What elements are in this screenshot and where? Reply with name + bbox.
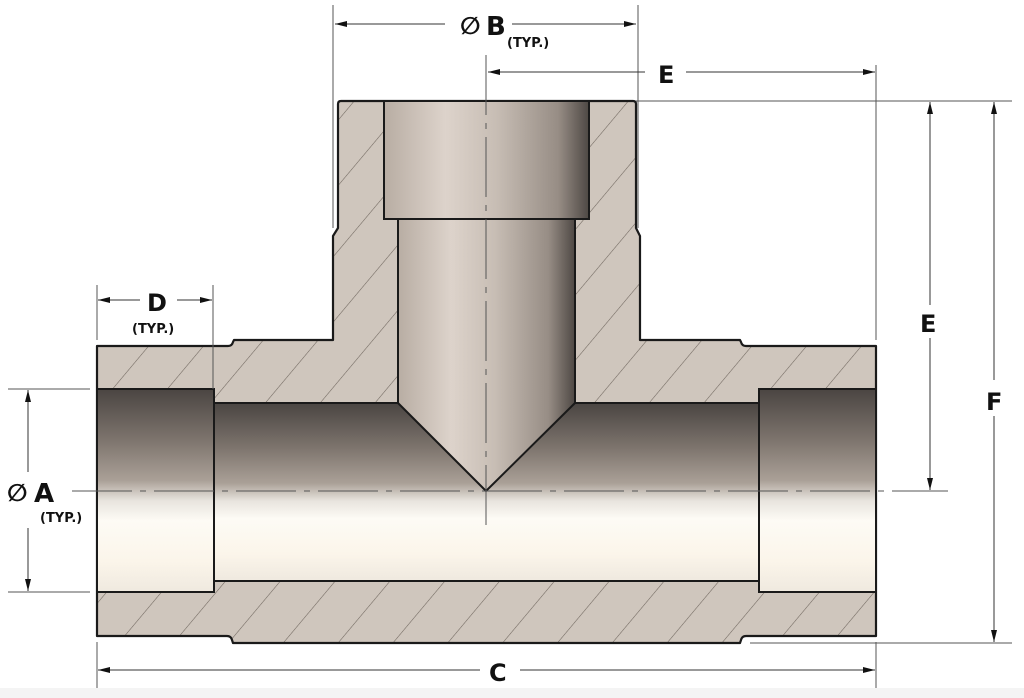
dim-a-label: A <box>34 479 54 509</box>
dim-e-top-label: E <box>658 61 674 89</box>
dim-b-symbol: ∅ <box>460 12 481 40</box>
dim-a-symbol: ∅ <box>7 479 28 507</box>
dim-c-label: C <box>489 659 507 687</box>
extension-lines <box>8 5 1012 690</box>
bottom-strip <box>0 688 1024 698</box>
dim-d-note: (TYP.) <box>132 322 174 337</box>
dim-f-label: F <box>986 388 1002 416</box>
dim-b-note: (TYP.) <box>507 36 549 51</box>
dim-b-label: B <box>486 12 506 42</box>
dim-e-side-label: E <box>920 310 936 338</box>
dim-a-note: (TYP.) <box>40 511 82 526</box>
dim-d-label: D <box>147 289 167 317</box>
